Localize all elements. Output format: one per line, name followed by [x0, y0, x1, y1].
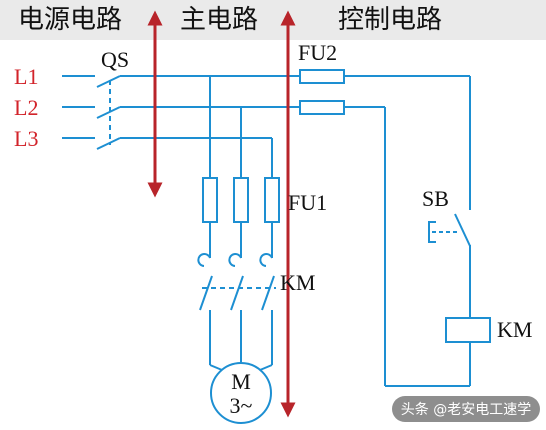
fu1-fuse-2 — [233, 177, 249, 223]
sb-blade — [454, 213, 471, 247]
km-hook-1 — [197, 253, 211, 267]
wiring — [62, 75, 471, 387]
km-blade-2 — [230, 275, 244, 311]
fu2-label: FU2 — [298, 40, 337, 65]
sb-label: SB — [422, 186, 449, 211]
fu2-fuse-bottom — [299, 100, 345, 115]
qs-blade-3 — [96, 137, 121, 150]
sb-actuator — [428, 221, 436, 243]
km-blade-1 — [199, 275, 213, 311]
motor-label-phase: 3~ — [230, 393, 253, 418]
header-band — [0, 0, 546, 40]
control-section-title: 控制电路 — [338, 5, 442, 35]
fu2-fuse-top — [299, 69, 345, 84]
phase-label-l3: L3 — [14, 126, 38, 151]
km-coil — [445, 317, 491, 343]
motor-wire-3b — [259, 364, 273, 371]
watermark-bg — [392, 396, 540, 422]
km-hook-2 — [228, 253, 242, 267]
km-contact-label: KM — [280, 270, 315, 295]
watermark-text: 头条 @老安电工速学 — [401, 401, 531, 418]
motor-circle — [210, 362, 272, 424]
km-blade-3 — [261, 275, 275, 311]
motor-wire-1b — [209, 364, 223, 371]
fu1-fuse-1 — [202, 177, 218, 223]
qs-blade-2 — [96, 106, 121, 119]
fu1-label: FU1 — [288, 190, 327, 215]
fu1-fuse-3 — [264, 177, 280, 223]
main-section-title: 主电路 — [180, 5, 258, 35]
km-hook-3 — [259, 253, 273, 267]
motor-label-m: M — [231, 369, 251, 394]
qs-blade-1 — [96, 75, 121, 88]
phase-label-l1: L1 — [14, 64, 38, 89]
qs-label: QS — [101, 47, 129, 72]
km-coil-label: KM — [497, 317, 532, 342]
power-section-title: 电源电路 — [18, 5, 122, 35]
phase-label-l2: L2 — [14, 95, 38, 120]
